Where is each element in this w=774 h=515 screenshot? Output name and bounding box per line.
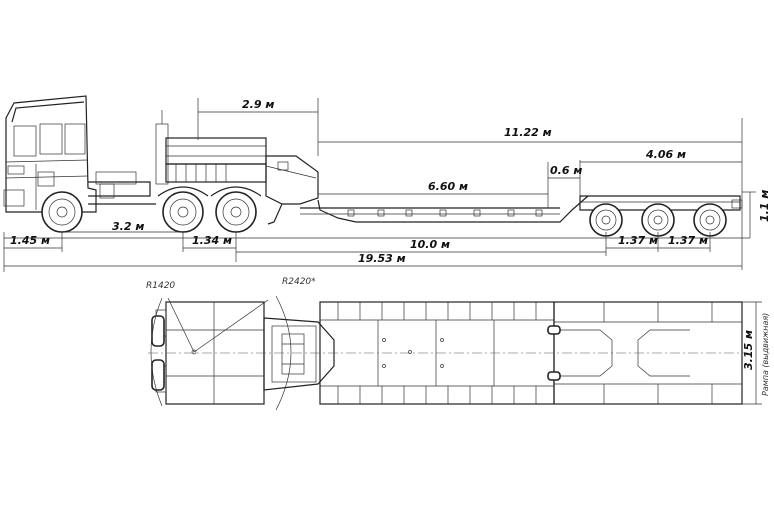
dim-1-37-b-label: 1.37 м: [668, 234, 708, 247]
dim-11-22-label: 11.22 м: [504, 126, 552, 139]
dim-width: 3.15 м Рампа (выдвижная): [742, 301, 770, 405]
dim-axle-spacing: 1.37 м 1.37 м: [606, 232, 711, 252]
radius-front-label: R1420: [146, 281, 175, 291]
tractor-rear-wheels: [157, 186, 262, 233]
dim-fifth-wheel: 1.34 м: [182, 232, 237, 262]
gooseneck: [265, 155, 319, 225]
dim-10-0-label: 10.0 м: [410, 238, 450, 251]
side-view: 2.9 м 11.22 м 4.06 м 0.6 м 6.60 м: [3, 95, 771, 272]
dim-cab-top: 2.9 м: [197, 98, 319, 156]
dim-platform: 6.60 м: [318, 180, 548, 195]
dim-3-15-label: 3.15 м: [742, 330, 755, 370]
vertical-note: Рампа (выдвижная): [761, 313, 770, 396]
gooseneck-top: [263, 317, 335, 391]
dim-19-53-label: 19.53 м: [358, 252, 406, 265]
dim-deck-height: 1.1 м: [742, 190, 771, 238]
dim-0-6-label: 0.6 м: [550, 164, 582, 177]
radius-swing-label: R2420*: [282, 277, 316, 287]
radius-arcs: R1420 R2420*: [146, 277, 316, 411]
tractor-cab: [3, 95, 97, 213]
dim-6-60-label: 6.60 м: [428, 180, 468, 193]
dim-rear-module: 4.06 м: [579, 148, 742, 196]
dim-2-9-label: 2.9 м: [242, 98, 274, 111]
top-view: R1420 R2420*: [146, 277, 770, 411]
dim-1-34-label: 1.34 м: [192, 234, 232, 247]
dim-1-37-a-label: 1.37 м: [618, 234, 658, 247]
rear-axle-module: [579, 195, 743, 237]
tractor-front-wheel: [41, 191, 83, 233]
dim-trailer-wheelbase: 10.0 м: [236, 232, 607, 256]
dim-overall-trailer: 11.22 м: [318, 118, 743, 270]
dim-front-overhang: 1.45 м: [3, 232, 63, 272]
low-deck: [300, 195, 589, 223]
ballast-body: [155, 110, 267, 185]
tractor-frame: [88, 171, 156, 205]
dim-1-1-label: 1.1 м: [758, 190, 771, 222]
dim-gap: 0.6 м: [547, 162, 582, 208]
dim-3-2-label: 3.2 м: [112, 220, 144, 233]
dim-tractor-wheelbase: 3.2 м: [62, 220, 183, 233]
dim-4-06-label: 4.06 м: [645, 148, 686, 161]
dim-total-length: 19.53 м: [4, 252, 742, 267]
dim-1-45-label: 1.45 м: [10, 234, 50, 247]
